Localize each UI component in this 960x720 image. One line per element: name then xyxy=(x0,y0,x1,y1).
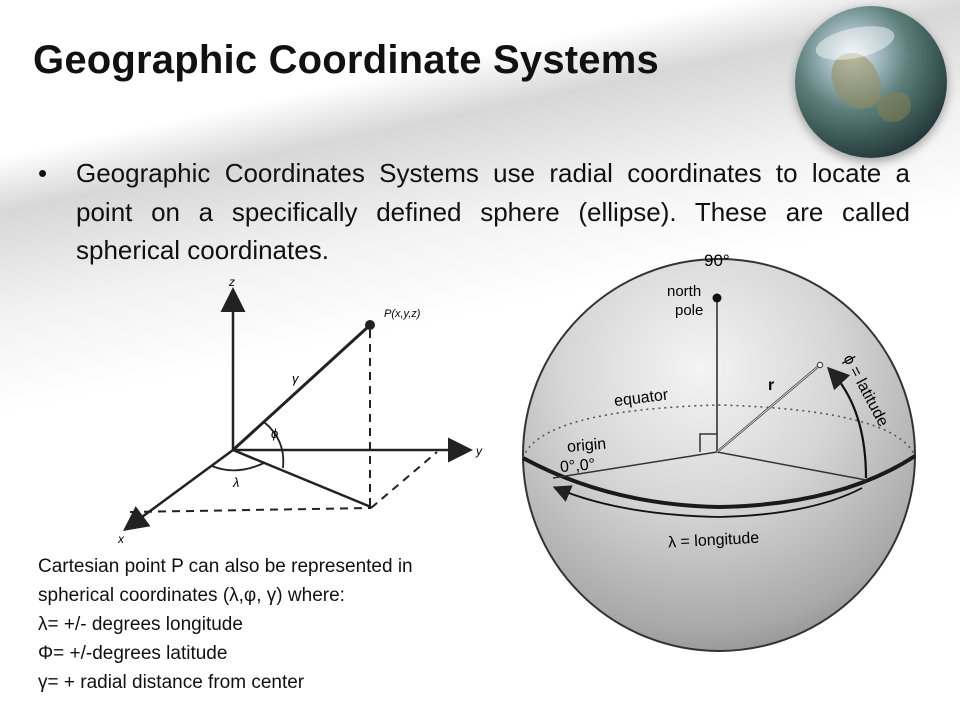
point-p-label: P(x,y,z) xyxy=(384,308,421,320)
sphere xyxy=(522,258,916,652)
globe-landmass xyxy=(877,92,911,122)
polar-angle-label: ϕ xyxy=(271,426,278,441)
dashed-base-line xyxy=(129,507,372,513)
radius-line-highlight xyxy=(716,364,821,453)
caption-block: Cartesian point P can also be represente… xyxy=(38,552,413,697)
caption-line: γ= + radial distance from center xyxy=(38,672,305,693)
slide-title: Geographic Coordinate Systems xyxy=(33,38,659,82)
meridian-base-line xyxy=(716,451,867,481)
north-pole-label-line2: pole xyxy=(675,302,703,319)
caption-line: spherical coordinates (λ,φ, γ) where: xyxy=(38,585,345,606)
equator-back-arc xyxy=(522,404,916,459)
caption-line: Φ= +/-degrees latitude xyxy=(38,643,228,664)
longitude-label: λ = longitude xyxy=(668,530,760,552)
north-pole-label-line1: north xyxy=(667,283,701,300)
azimuth-angle-arc xyxy=(211,462,265,472)
latitude-arc xyxy=(826,366,868,479)
bullet-list: • Geographic Coordinates Systems use rad… xyxy=(38,154,910,270)
projection-line xyxy=(232,448,372,509)
longitude-arc xyxy=(552,485,863,518)
equator-label: equator xyxy=(613,387,670,411)
x-axis-label: x xyxy=(117,532,125,546)
radius-label: γ xyxy=(292,371,300,386)
dashed-base-line xyxy=(370,451,438,509)
right-angle-marker xyxy=(699,433,717,452)
radius-label: r xyxy=(768,377,774,394)
radius-vector xyxy=(231,324,371,452)
point-p-marker xyxy=(365,320,375,330)
z-axis-label: z xyxy=(228,275,235,289)
north-pole-marker xyxy=(712,293,722,303)
y-axis-label: y xyxy=(475,444,483,458)
origin-label: origin xyxy=(566,436,606,456)
origin-coords-label: 0°,0° xyxy=(559,456,595,476)
bullet-marker: • xyxy=(38,158,48,188)
globe-icon xyxy=(795,6,947,158)
bullet-item: • Geographic Coordinates Systems use rad… xyxy=(38,154,910,270)
radius-endpoint xyxy=(816,361,824,369)
bullet-text: Geographic Coordinates Systems use radia… xyxy=(76,158,910,265)
polar-angle-arc xyxy=(263,421,285,469)
top-angle-label: 90° xyxy=(704,251,730,270)
origin-line xyxy=(552,451,718,479)
caption-line: λ= +/- degrees longitude xyxy=(38,614,243,635)
caption-line: Cartesian point P can also be represente… xyxy=(38,556,413,577)
equator-front-arc xyxy=(522,454,917,510)
azimuth-label: λ xyxy=(232,475,239,490)
x-axis xyxy=(122,448,234,531)
